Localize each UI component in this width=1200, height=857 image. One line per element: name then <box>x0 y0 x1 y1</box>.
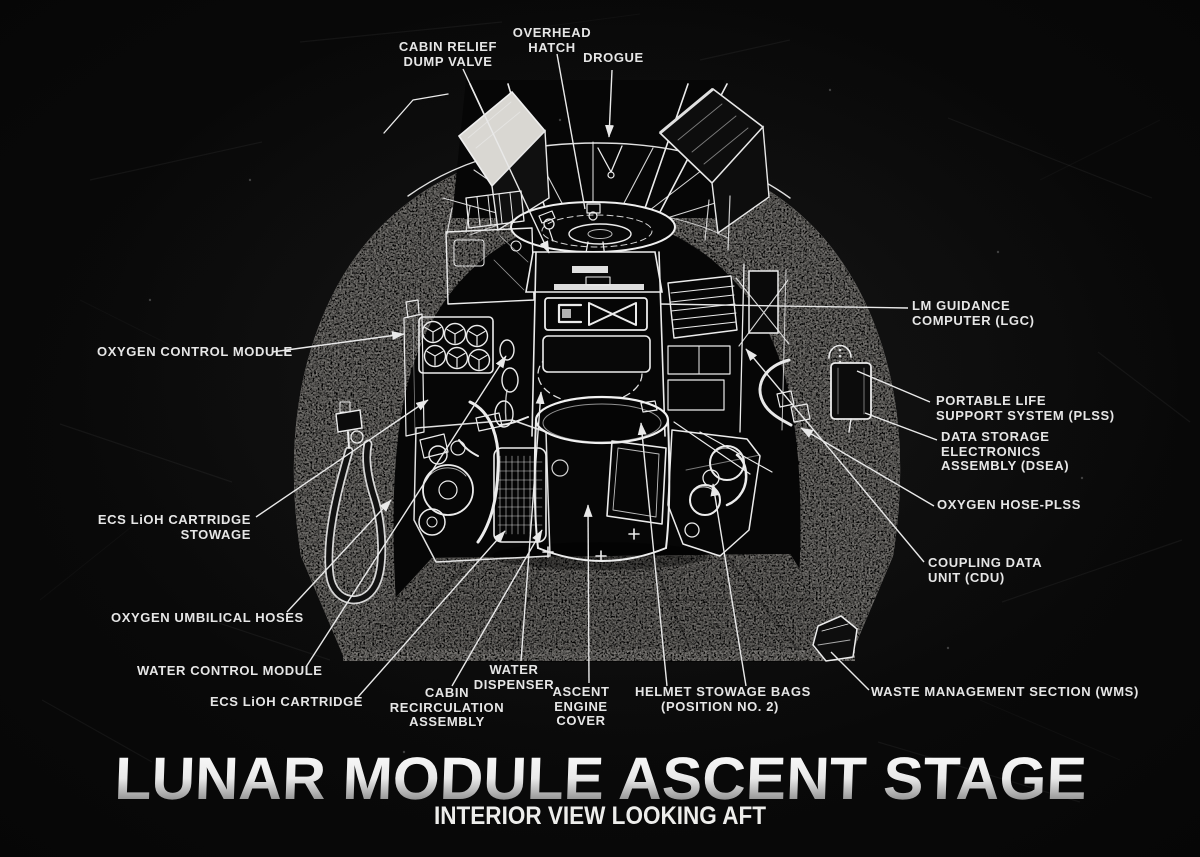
label-line: ENGINE <box>554 698 608 714</box>
right-equipment-bay-drawing <box>667 263 811 475</box>
upper-left-cabinet-drawing <box>445 190 535 305</box>
label-line: CABIN RELIEF <box>398 39 498 54</box>
ascent-engine-cover-drawing <box>533 395 671 562</box>
label-line: DISPENSER <box>473 676 555 692</box>
label-ascent-engine-cover: ASCENT ENGINE COVER <box>531 684 631 729</box>
label-water-dispenser: WATER DISPENSER <box>464 662 564 692</box>
label-line: STOWAGE <box>180 526 251 542</box>
wms-drawing <box>812 615 858 662</box>
label-line: ASSEMBLY <box>409 714 485 729</box>
label-line: RECIRCULATION <box>389 699 505 715</box>
label-oxygen-hose-plss: OXYGEN HOSE-PLSS <box>937 497 1107 513</box>
leader-lines <box>255 53 938 698</box>
leader-helmet-stowage-bags-1 <box>637 422 668 687</box>
label-oxygen-control-module: OXYGEN CONTROL MODULE <box>97 344 307 360</box>
oxygen-umbilical-hose-drawing <box>324 401 387 605</box>
cabin-floor <box>343 554 855 661</box>
leader-overhead-hatch <box>556 53 586 210</box>
cabin-relief-dump-valve-drawing <box>538 210 556 242</box>
poster-subtitle: INTERIOR VIEW LOOKING AFT <box>434 802 766 830</box>
label-line: WASTE MANAGEMENT SECTION (WMS) <box>871 684 1139 699</box>
label-line: DUMP VALVE <box>403 53 493 69</box>
label-ecs-lioh-cartridge-stowage: ECS LiOH CARTRIDGE STOWAGE <box>93 512 251 542</box>
label-line: HATCH <box>528 39 576 55</box>
label-portable-life-support-system: PORTABLE LIFE SUPPORT SYSTEM (PLSS) <box>936 393 1136 423</box>
label-line: ASSEMBLY (DSEA) <box>941 458 1070 473</box>
label-line: (POSITION NO. 2) <box>661 698 779 714</box>
label-coupling-data-unit: COUPLING DATA UNIT (CDU) <box>928 555 1088 585</box>
leader-cabin-recirculation-assembly <box>451 529 543 687</box>
leader-oxygen-umbilical-hoses <box>286 499 392 613</box>
center-console-drawing <box>525 251 666 437</box>
label-data-storage-electronics-assembly: DATA STORAGE ELECTRONICS ASSEMBLY (DSEA) <box>941 429 1111 474</box>
poster-title: LUNAR MODULE ASCENT STAGE <box>114 745 1088 812</box>
label-line: ECS LiOH CARTRIDGE <box>97 512 251 527</box>
label-line: WATER <box>489 662 539 677</box>
label-line: SUPPORT SYSTEM (PLSS) <box>936 407 1115 423</box>
label-lm-guidance-computer: LM GUIDANCE COMPUTER (LGC) <box>912 298 1102 328</box>
leader-ecs-lioh-cartridge-stowage <box>255 399 429 518</box>
label-cabin-relief-dump-valve: CABIN RELIEF DUMP VALVE <box>368 39 528 69</box>
label-line: ECS LiOH CARTRIDGE <box>210 694 364 709</box>
label-line: OXYGEN CONTROL MODULE <box>97 344 293 359</box>
label-line: DATA STORAGE <box>941 429 1050 444</box>
label-line: PORTABLE LIFE <box>936 393 1047 408</box>
label-line: COVER <box>556 713 606 728</box>
leader-waste-management-section <box>830 651 870 691</box>
plss-drawing <box>828 344 872 433</box>
leader-oxygen-control-module <box>271 331 405 353</box>
oxygen-control-module-drawing <box>403 299 519 437</box>
label-line: DROGUE <box>583 50 644 65</box>
label-line: OXYGEN UMBILICAL HOSES <box>111 610 304 625</box>
label-line: COUPLING DATA <box>928 555 1043 570</box>
label-line: LM GUIDANCE <box>912 298 1011 313</box>
label-line: CABIN <box>424 685 470 700</box>
label-line: HELMET STOWAGE BAGS <box>635 684 811 699</box>
docking-panels-drawing <box>446 87 770 251</box>
leader-helmet-stowage-bags-2 <box>710 483 747 687</box>
leader-ascent-engine-cover <box>583 504 593 684</box>
leader-water-control-module <box>305 355 507 668</box>
label-waste-management-section: WASTE MANAGEMENT SECTION (WMS) <box>871 684 1139 700</box>
label-line: ELECTRONICS <box>941 443 1041 459</box>
leader-portable-life-support-system <box>856 370 931 403</box>
label-line: ASCENT <box>552 684 610 699</box>
label-drogue: DROGUE <box>566 50 661 66</box>
label-line: OVERHEAD <box>512 25 592 40</box>
leader-drogue <box>605 69 615 138</box>
label-helmet-stowage-bags: HELMET STOWAGE BAGS (POSITION NO. 2) <box>635 684 811 714</box>
leader-water-dispenser <box>520 391 545 662</box>
leader-cabin-relief-dump-valve <box>462 68 550 254</box>
label-line: OXYGEN HOSE-PLSS <box>937 497 1081 512</box>
leader-ecs-lioh-cartridge <box>357 530 506 698</box>
label-cabin-recirculation-assembly: CABIN RECIRCULATION ASSEMBLY <box>377 685 517 730</box>
leader-lm-guidance-computer <box>659 303 909 309</box>
leader-coupling-data-unit <box>745 348 925 563</box>
label-line: UNIT (CDU) <box>928 569 1005 585</box>
label-ecs-lioh-cartridge: ECS LiOH CARTRIDGE <box>210 694 364 710</box>
label-line: COMPUTER (LGC) <box>912 312 1035 328</box>
label-oxygen-umbilical-hoses: OXYGEN UMBILICAL HOSES <box>111 610 321 626</box>
label-water-control-module: WATER CONTROL MODULE <box>137 663 347 679</box>
leader-data-storage-electronics-assembly <box>864 412 938 441</box>
label-overhead-hatch: OVERHEAD HATCH <box>482 25 622 55</box>
ecs-package-drawing <box>413 400 551 563</box>
grunge-texture <box>41 21 1191 803</box>
label-line: WATER CONTROL MODULE <box>137 663 323 678</box>
